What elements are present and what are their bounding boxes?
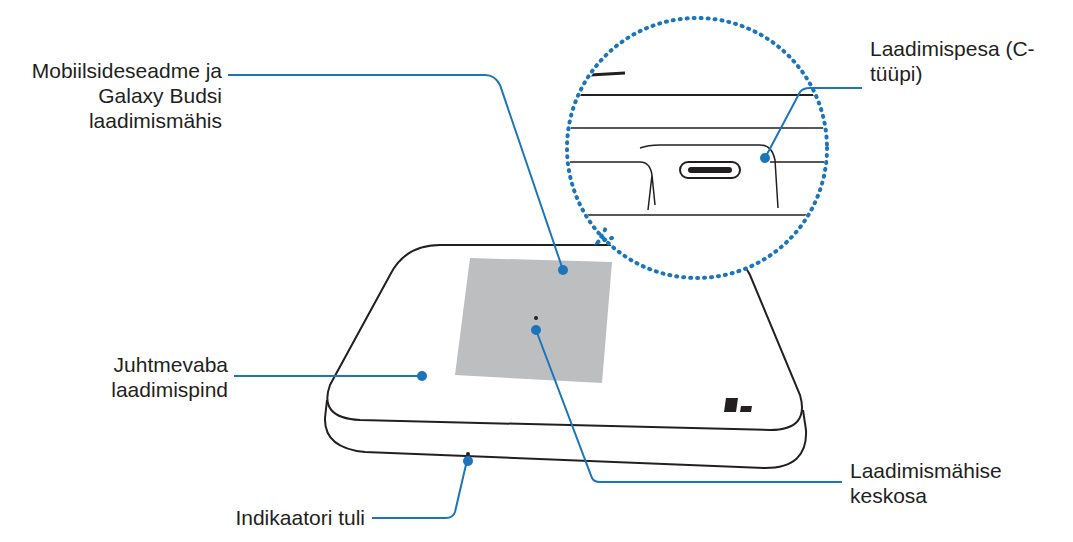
indicator-label: Indikaatori tuli <box>30 505 365 530</box>
logo-mark <box>724 398 752 412</box>
leader-lines <box>228 75 862 518</box>
charging-coil-area <box>455 258 612 383</box>
coil-center-mark <box>534 316 538 320</box>
leader-dots <box>417 153 770 466</box>
port-label: Laadimispesa (C-tüüpi) <box>870 36 1060 86</box>
zoom-circle <box>567 18 827 278</box>
zoom-tail <box>598 228 612 242</box>
coil-center-label: Laadimismähise keskosa <box>850 458 1050 508</box>
surface-label: Juhtmevaba laadimispind <box>40 352 228 402</box>
coil-label: Mobiilsideseadme ja Galaxy Budsi laadimi… <box>22 58 222 133</box>
indicator-light <box>466 452 470 456</box>
port-detail <box>566 73 830 215</box>
